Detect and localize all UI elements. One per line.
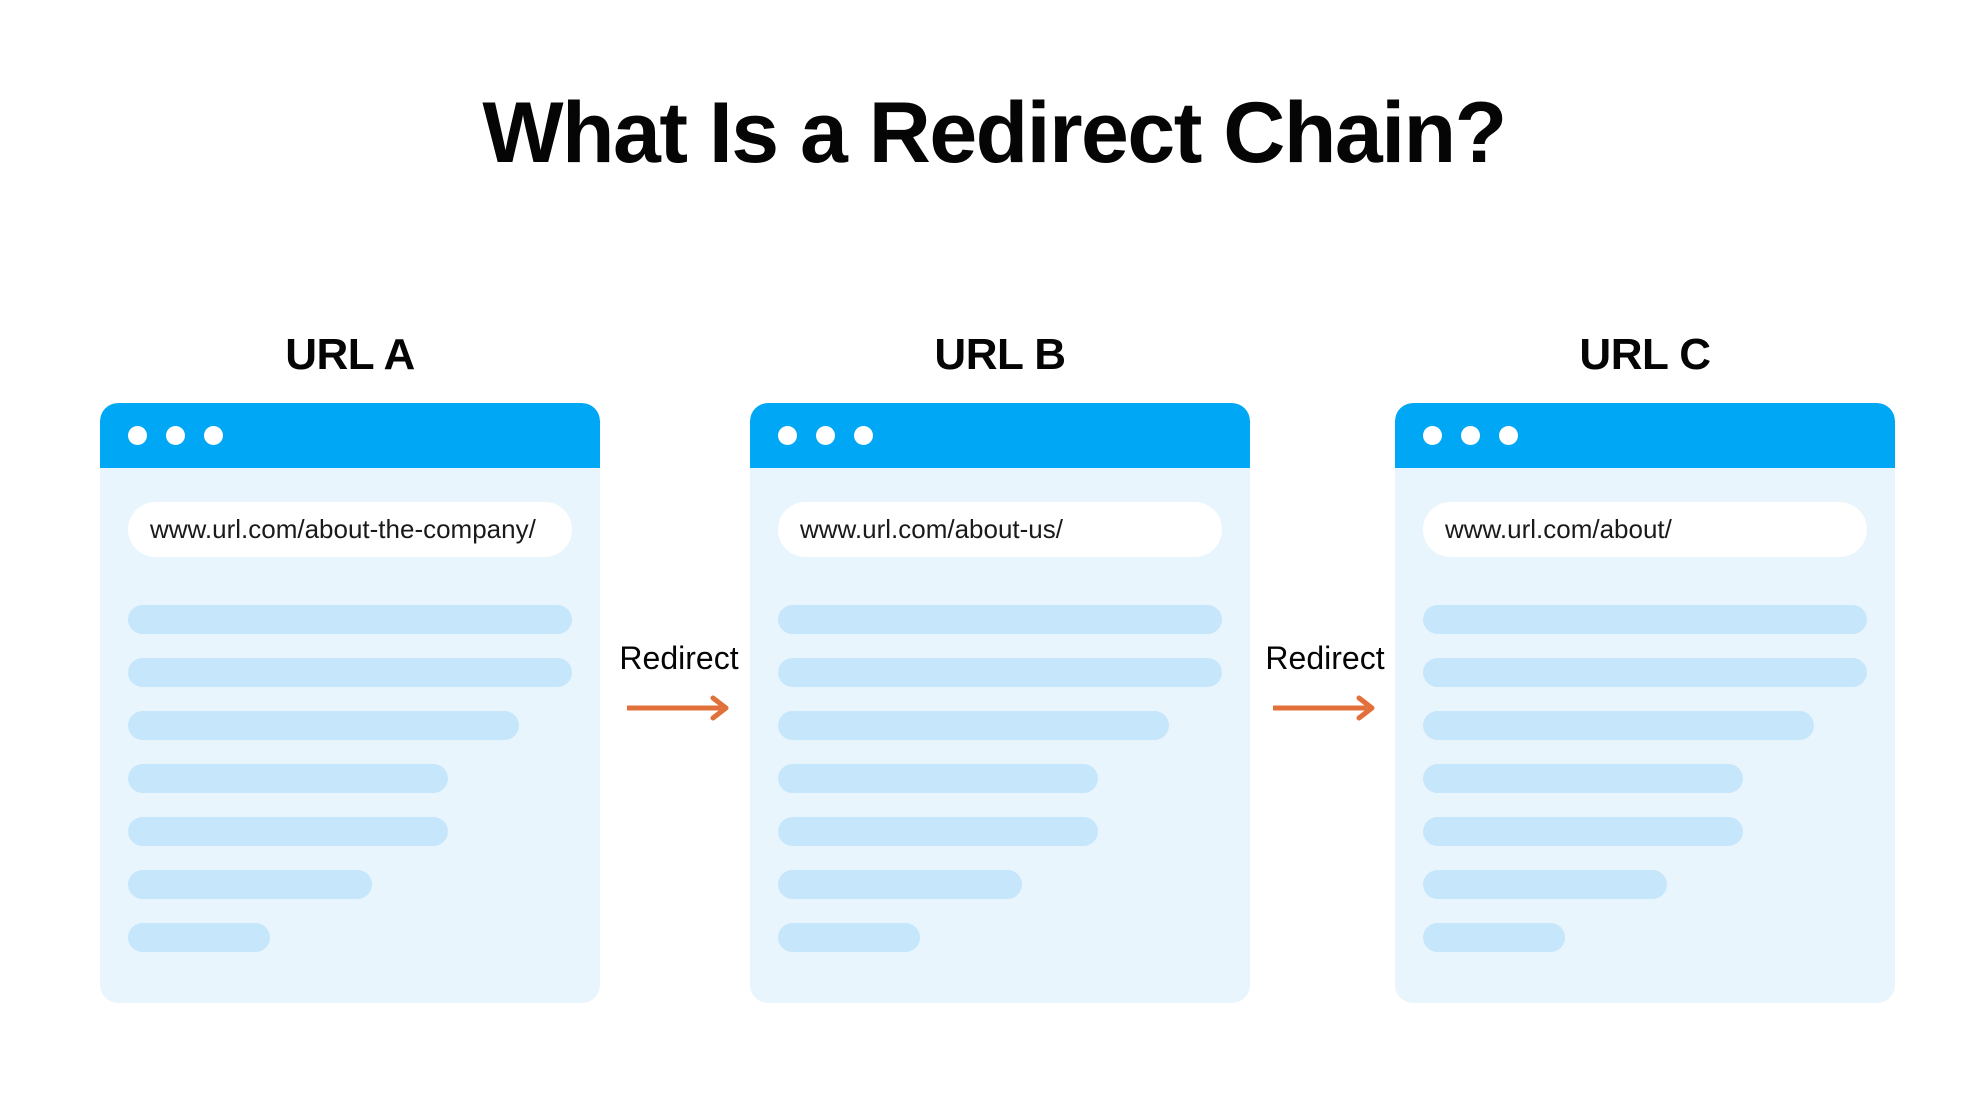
url-column-b: URL B www.url.com/about-us/ — [750, 330, 1250, 1003]
content-placeholder-b — [778, 605, 1222, 952]
arrow-right-icon-svg — [627, 695, 729, 721]
content-line — [128, 605, 572, 634]
redirect-label: Redirect — [619, 640, 739, 676]
window-dot-icon[interactable] — [1461, 426, 1480, 445]
browser-window-a: www.url.com/about-the-company/ — [100, 403, 600, 1003]
content-line — [778, 923, 921, 952]
window-dot-icon[interactable] — [816, 426, 835, 445]
browser-titlebar-b — [750, 403, 1250, 468]
browser-window-c: www.url.com/about/ — [1395, 403, 1895, 1003]
window-dot-icon[interactable] — [778, 426, 797, 445]
window-dot-icon[interactable] — [204, 426, 223, 445]
browser-body-c: www.url.com/about/ — [1395, 468, 1895, 952]
redirect-chain-diagram: URL A www.url.com/about-the-company/ — [0, 330, 1988, 1030]
arrow-right-icon — [1250, 695, 1400, 721]
column-heading-b: URL B — [934, 330, 1066, 379]
content-line — [778, 870, 1023, 899]
url-bar-b[interactable]: www.url.com/about-us/ — [778, 502, 1222, 557]
column-heading-c: URL C — [1579, 330, 1711, 379]
content-line — [778, 658, 1222, 687]
browser-window-b: www.url.com/about-us/ — [750, 403, 1250, 1003]
url-bar-a[interactable]: www.url.com/about-the-company/ — [128, 502, 572, 557]
content-line — [128, 870, 373, 899]
window-dot-icon[interactable] — [1423, 426, 1442, 445]
window-dot-icon[interactable] — [166, 426, 185, 445]
browser-titlebar-c — [1395, 403, 1895, 468]
content-line — [778, 817, 1098, 846]
url-column-c: URL C www.url.com/about/ — [1395, 330, 1895, 1003]
window-dot-icon[interactable] — [128, 426, 147, 445]
browser-body-b: www.url.com/about-us/ — [750, 468, 1250, 952]
content-line — [1423, 711, 1814, 740]
content-placeholder-a — [128, 605, 572, 952]
content-placeholder-c — [1423, 605, 1867, 952]
content-line — [778, 605, 1222, 634]
browser-titlebar-a — [100, 403, 600, 468]
content-line — [778, 764, 1098, 793]
browser-body-a: www.url.com/about-the-company/ — [100, 468, 600, 952]
redirect-label: Redirect — [1265, 640, 1385, 676]
content-line — [1423, 605, 1867, 634]
column-heading-a: URL A — [285, 330, 415, 379]
url-column-a: URL A www.url.com/about-the-company/ — [100, 330, 600, 1003]
content-line — [1423, 923, 1566, 952]
content-line — [128, 817, 448, 846]
arrow-right-icon — [604, 695, 754, 721]
content-line — [128, 711, 519, 740]
content-line — [1423, 658, 1867, 687]
content-line — [128, 658, 572, 687]
content-line — [128, 923, 271, 952]
content-line — [1423, 764, 1743, 793]
content-line — [1423, 817, 1743, 846]
url-bar-c[interactable]: www.url.com/about/ — [1423, 502, 1867, 557]
arrow-right-icon-svg — [1273, 695, 1375, 721]
content-line — [1423, 870, 1668, 899]
page-title: What Is a Redirect Chain? — [482, 85, 1507, 181]
content-line — [128, 764, 448, 793]
content-line — [778, 711, 1169, 740]
window-dot-icon[interactable] — [1499, 426, 1518, 445]
window-dot-icon[interactable] — [854, 426, 873, 445]
